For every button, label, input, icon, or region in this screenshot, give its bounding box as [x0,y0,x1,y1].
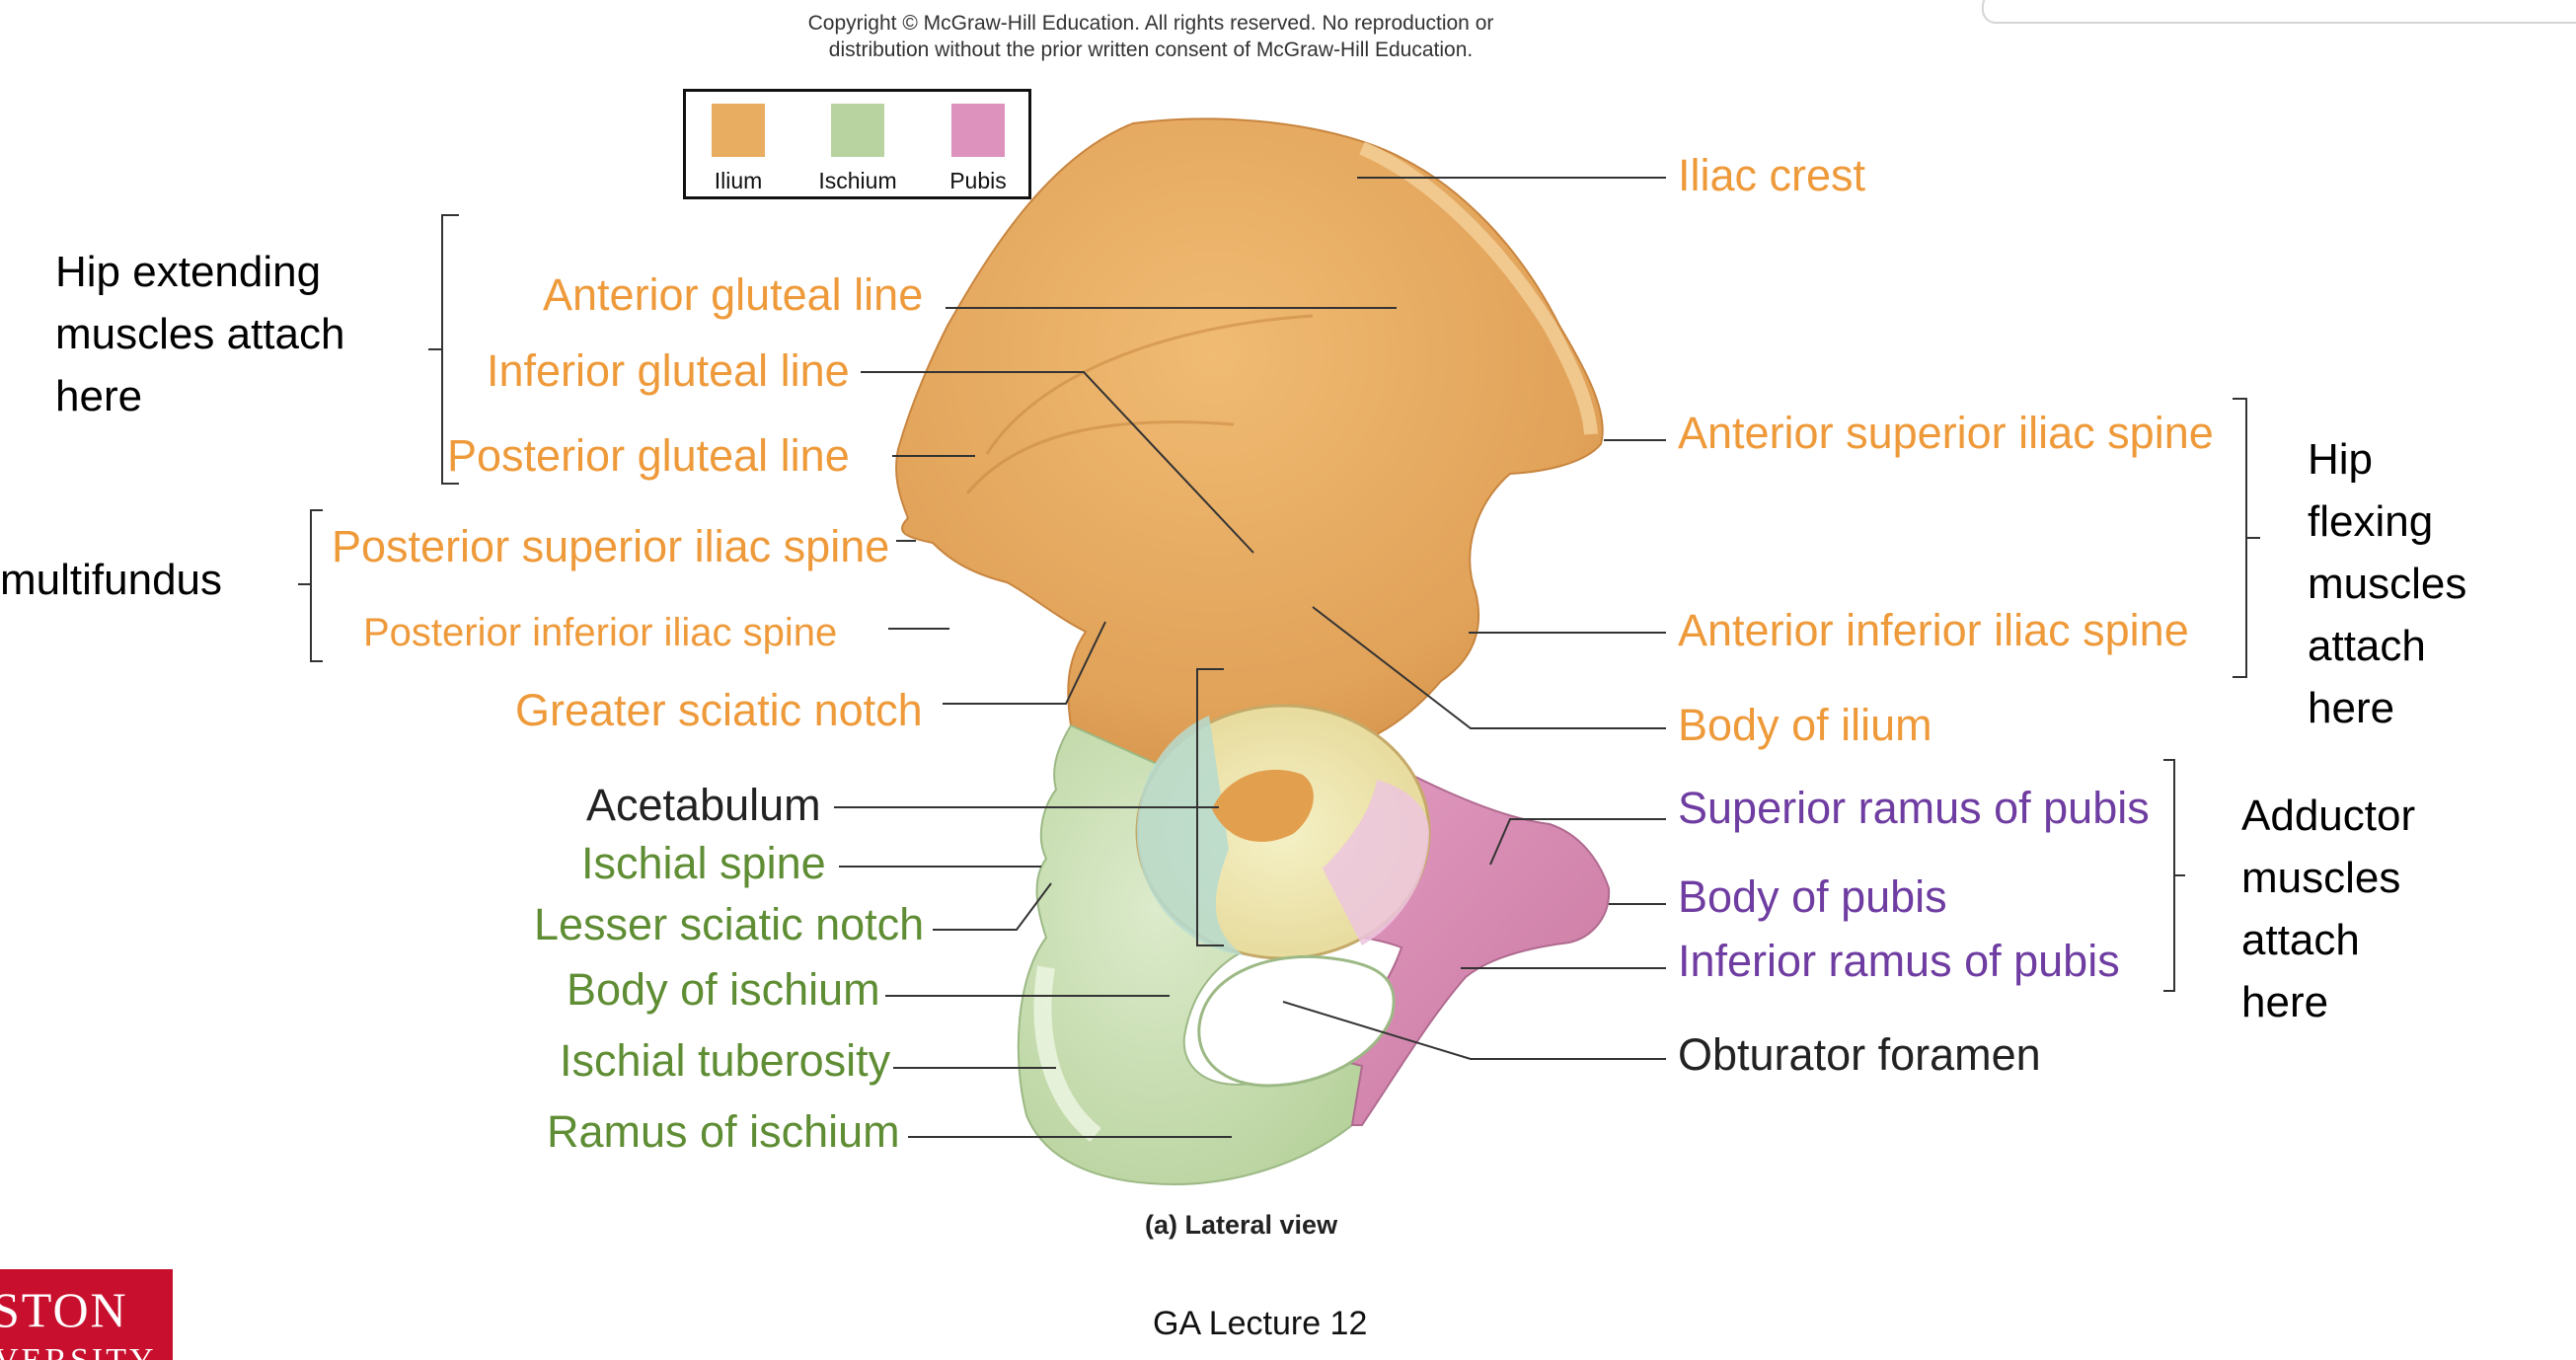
legend-label-pubis: Pubis [949,168,1007,193]
note-hip-extending: Hip extending muscles attach here [55,248,345,420]
label-ischial-tuberosity: Ischial tuberosity [560,1035,891,1086]
label-body-of-pubis: Body of pubis [1678,871,1947,922]
copyright-line-2: distribution without the prior written c… [828,38,1474,61]
label-body-of-ilium: Body of ilium [1678,700,1932,750]
label-ramus-of-ischium: Ramus of ischium [547,1106,900,1157]
label-body-of-ischium: Body of ischium [567,964,880,1015]
label-anterior-gluteal-line: Anterior gluteal line [543,269,924,320]
university-logo: STON VERSITY [0,1269,173,1360]
label-obturator-foramen: Obturator foramen [1678,1029,2041,1080]
slide-footer: GA Lecture 12 [1153,1305,1368,1342]
label-iliac-crest: Iliac crest [1678,150,1866,200]
label-ischial-spine: Ischial spine [581,838,826,888]
label-lesser-sciatic-notch: Lesser sciatic notch [534,899,925,949]
note-multifundus: multifundus [0,556,223,604]
legend-swatch-ischium [831,104,884,157]
logo-line-1: STON [0,1282,128,1337]
ischium-region [1017,723,1364,1186]
logo-line-2: VERSITY [0,1344,157,1360]
legend-label-ilium: Ilium [714,168,763,193]
legend: Ilium Ischium Pubis [683,89,1031,199]
label-anterior-inferior-iliac-spine: Anterior inferior iliac spine [1678,605,2189,655]
obturator-foramen-hole [1197,954,1396,1088]
note-hip-flexing: Hip flexing muscles attach here [2308,435,2467,732]
label-anterior-superior-iliac-spine: Anterior superior iliac spine [1678,408,2214,458]
label-inferior-ramus-of-pubis: Inferior ramus of pubis [1678,936,2120,986]
legend-swatch-pubis [951,104,1005,157]
label-greater-sciatic-notch: Greater sciatic notch [515,685,923,735]
legend-label-ischium: Ischium [818,168,897,193]
label-posterior-gluteal-line: Posterior gluteal line [447,430,850,481]
figure-caption: (a) Lateral view [1145,1210,1338,1240]
legend-swatch-ilium [712,104,765,157]
copyright-line-1: Copyright © McGraw-Hill Education. All r… [807,12,1494,35]
label-acetabulum: Acetabulum [586,780,821,830]
label-inferior-gluteal-line: Inferior gluteal line [487,345,850,396]
label-posterior-superior-iliac-spine: Posterior superior iliac spine [332,521,890,571]
brackets [298,214,2260,992]
leader-lines [834,177,1666,1138]
label-posterior-inferior-iliac-spine: Posterior inferior iliac spine [363,611,838,654]
note-adductor: Adductor muscles attach here [2241,792,2416,1026]
label-superior-ramus-of-pubis: Superior ramus of pubis [1678,783,2150,833]
copyright-notice: Copyright © McGraw-Hill Education. All r… [766,10,1536,63]
window-edge [1982,0,2576,24]
ilium-region [895,117,1604,792]
